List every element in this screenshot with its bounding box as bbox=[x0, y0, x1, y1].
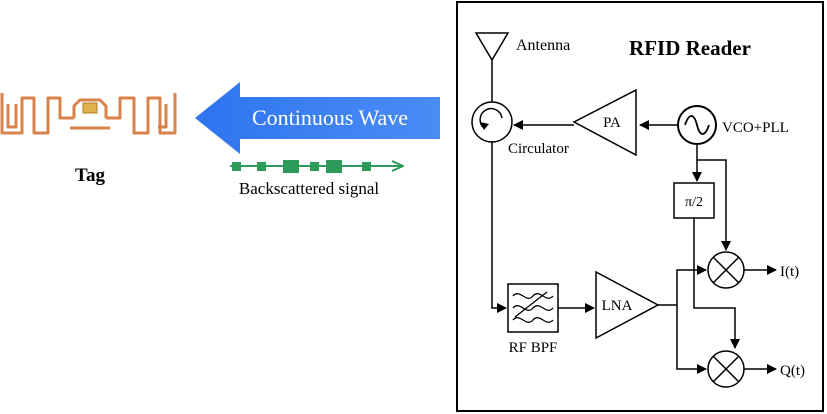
reader-frame bbox=[456, 1, 824, 412]
mixer-q-icon bbox=[707, 350, 745, 388]
continuous-wave-arrow: Continuous Wave bbox=[195, 82, 440, 154]
tag-label: Tag bbox=[75, 165, 105, 186]
rfid-tag: Tag bbox=[0, 93, 177, 186]
antenna-label: Antenna bbox=[516, 37, 570, 54]
tag-chip bbox=[82, 102, 98, 114]
circulator-icon bbox=[471, 101, 513, 143]
antenna-icon bbox=[474, 32, 510, 102]
backscattered-label: Backscattered signal bbox=[239, 179, 379, 198]
circulator-label: Circulator bbox=[508, 141, 569, 157]
phase-shifter-label: π/2 bbox=[685, 195, 703, 210]
oscillator-label: VCO+PLL bbox=[722, 120, 789, 136]
phase-shifter bbox=[673, 182, 715, 219]
power-amplifier: PA bbox=[572, 88, 637, 157]
backscattered-signal: Backscattered signal bbox=[230, 160, 402, 198]
bandpass-filter bbox=[507, 283, 559, 333]
q-output-label: Q(t) bbox=[780, 363, 805, 379]
bpf-label: RF BPF bbox=[509, 340, 558, 356]
signal-lines bbox=[491, 120, 777, 374]
lna-label: LNA bbox=[602, 298, 633, 314]
continuous-wave-label: Continuous Wave bbox=[252, 105, 408, 130]
tag-antenna-icon bbox=[0, 93, 177, 135]
low-noise-amplifier: LNA bbox=[595, 270, 660, 340]
reader-title: RFID Reader bbox=[629, 36, 751, 60]
mixer-i-icon bbox=[707, 251, 745, 289]
pa-label: PA bbox=[603, 115, 621, 131]
i-output-label: I(t) bbox=[780, 264, 799, 280]
oscillator-icon bbox=[677, 105, 717, 145]
